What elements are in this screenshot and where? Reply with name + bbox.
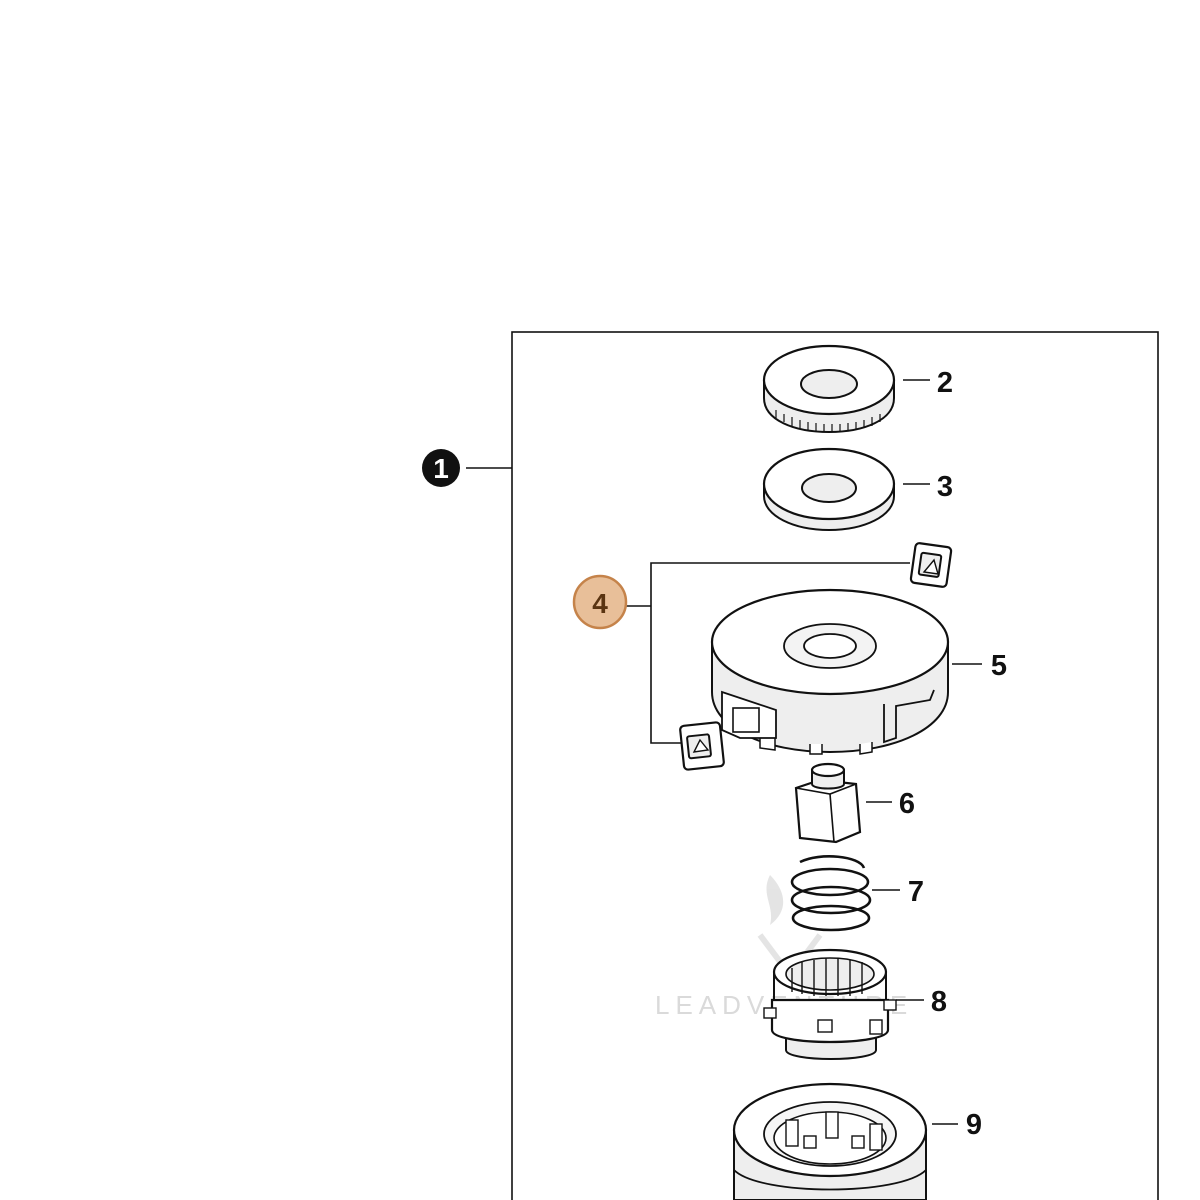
callout-6-label: 6 (899, 788, 915, 820)
callout-1-label: 1 (433, 453, 449, 484)
callout-4-label: 4 (592, 588, 608, 619)
part-2-toothed-washer[interactable] (762, 344, 930, 434)
callout-8-label: 8 (931, 986, 947, 1018)
part-4-eyelet-bottom[interactable] (679, 721, 725, 771)
part-3-flat-washer[interactable] (762, 447, 930, 532)
part-6-hex-adapter[interactable] (794, 762, 892, 844)
callout-4-highlighted[interactable]: 4 (572, 574, 628, 630)
part-5-spool-cover[interactable] (710, 588, 982, 755)
part-4-eyelet-top[interactable] (909, 542, 953, 588)
callout-3-label: 3 (937, 471, 953, 503)
watermark: LEADVENTURE (655, 875, 907, 1020)
part-9-spool[interactable] (732, 1082, 958, 1200)
callout-5-label: 5 (991, 650, 1007, 682)
assembly-frame (511, 331, 1159, 1200)
part-7-spring[interactable] (790, 855, 900, 932)
callout-4-bracket (626, 562, 910, 744)
callout-9-label: 9 (966, 1109, 982, 1141)
callout-7-label: 7 (908, 876, 924, 908)
callout-2-label: 2 (937, 367, 953, 399)
callout-1[interactable]: 1 (422, 449, 512, 487)
part-8-ratchet-hub[interactable] (763, 948, 924, 1060)
